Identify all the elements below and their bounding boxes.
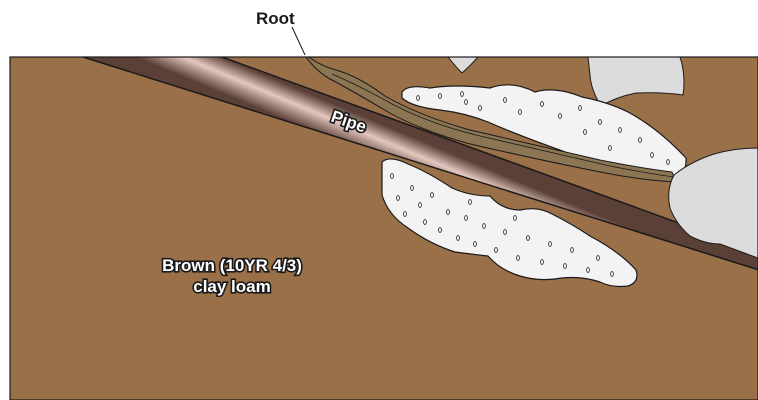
root-label: Root [256, 9, 295, 28]
soil-label-line1: Brown (10YR 4/3) [162, 256, 302, 275]
root-leader-line [292, 27, 305, 55]
soil-label-line2: clay loam [193, 277, 271, 296]
